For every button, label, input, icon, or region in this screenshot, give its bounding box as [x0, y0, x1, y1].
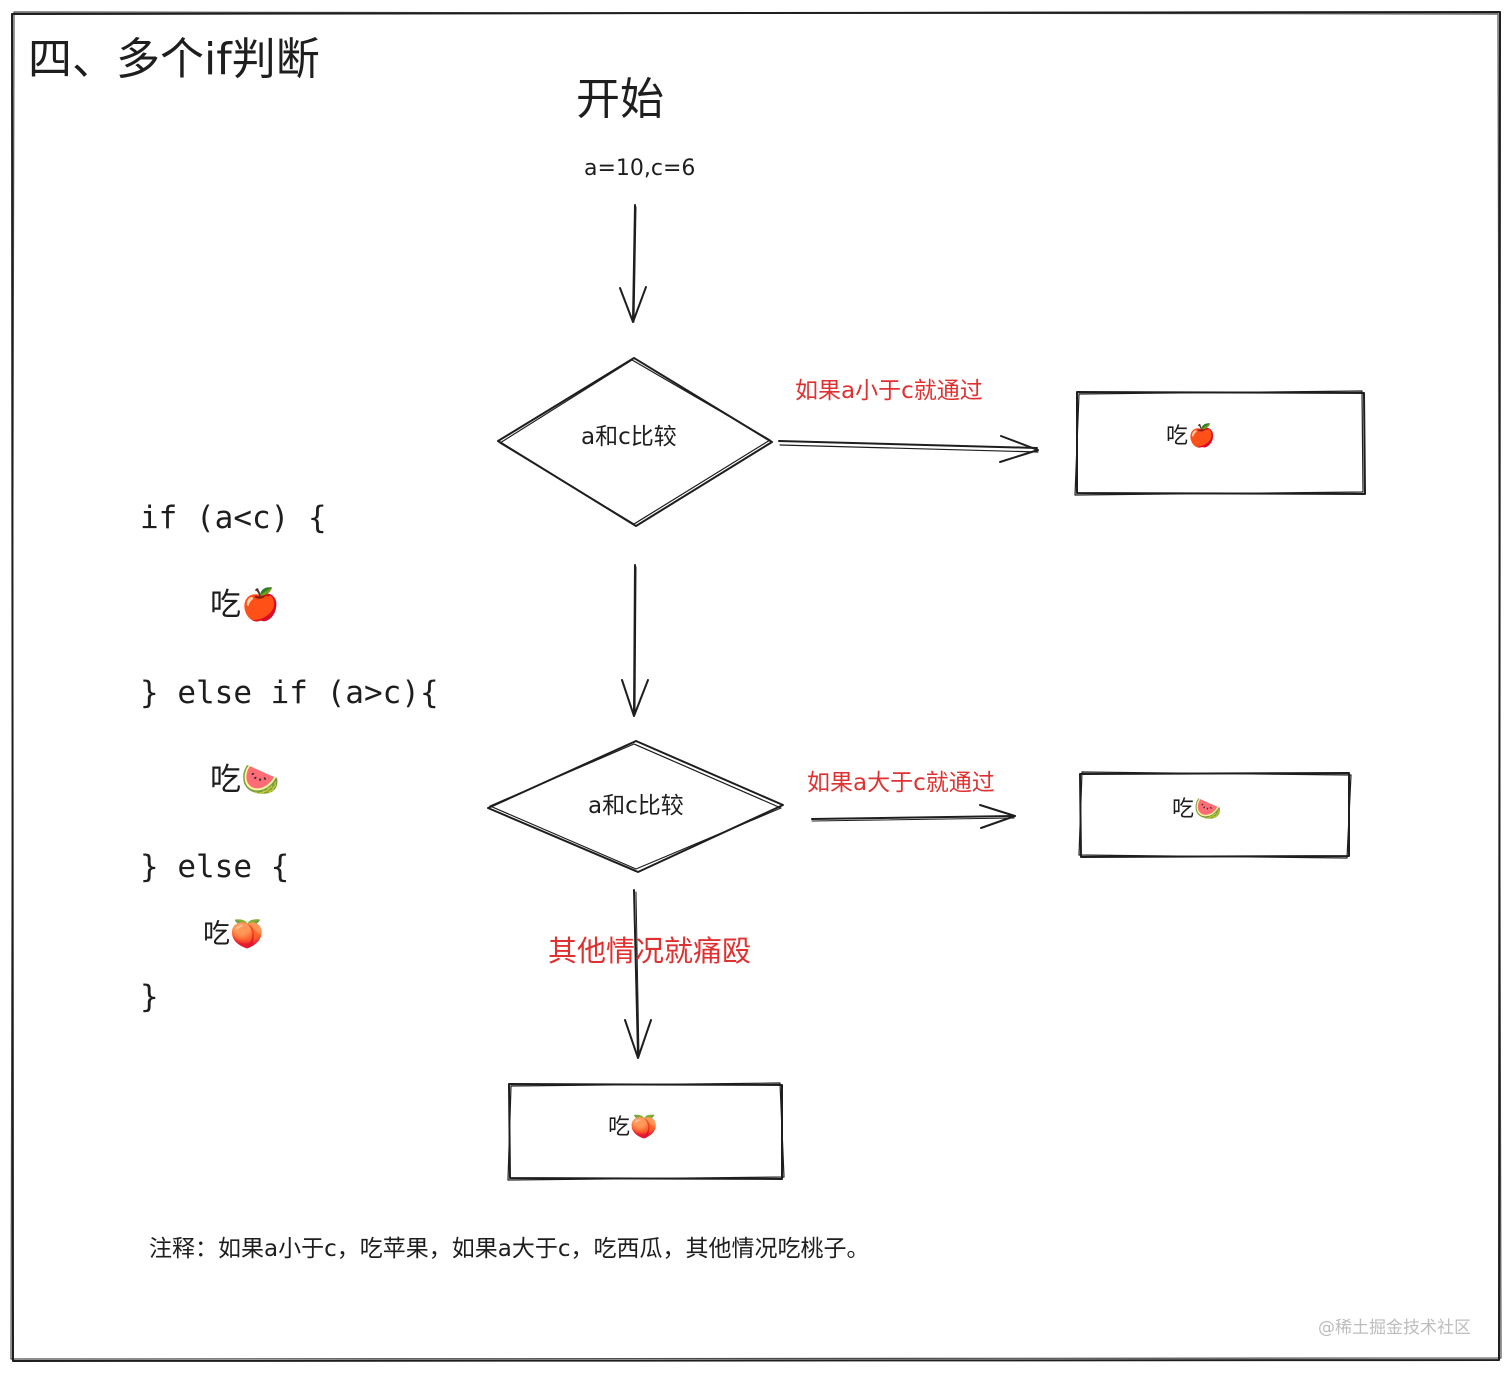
code-line-watermelon: 吃🍉 — [210, 762, 280, 798]
arrow-start-to-decision1 — [619, 204, 647, 323]
peach-box-outline — [507, 1082, 785, 1181]
decision1-label: a和c比较 — [581, 424, 677, 450]
watermark: @稀土掘金技术社区 — [1318, 1318, 1471, 1338]
start-label: 开始 — [576, 74, 664, 125]
decision1-diamond — [497, 357, 773, 527]
peach-box-label: 吃🍑 — [608, 1115, 658, 1140]
arrow-decision1-to-apple — [778, 435, 1039, 463]
watermelon-box-outline — [1078, 771, 1352, 859]
condition-greater-label: 如果a大于c就通过 — [807, 770, 995, 796]
start-init-values: a=10,c=6 — [584, 156, 696, 181]
footnote: 注释：如果a小于c，吃苹果，如果a大于c，吃西瓜，其他情况吃桃子。 — [149, 1236, 870, 1262]
condition-other-label: 其他情况就痛殴 — [548, 934, 752, 968]
apple-box-label: 吃🍎 — [1166, 424, 1216, 449]
decision2-diamond — [487, 740, 784, 873]
code-line-else-if: } else if (a>c){ — [140, 675, 439, 711]
code-line-peach: 吃🍑 — [203, 919, 264, 950]
decision2-label: a和c比较 — [588, 793, 684, 819]
page-title: 四、多个if判断 — [28, 34, 320, 85]
code-line-else: } else { — [140, 849, 290, 885]
arrow-decision2-to-peach — [624, 889, 652, 1059]
arrow-decision1-to-decision2 — [621, 564, 649, 717]
code-line-if: if (a<c) { — [140, 500, 327, 536]
watermelon-box-label: 吃🍉 — [1172, 797, 1222, 822]
code-line-apple: 吃🍎 — [210, 587, 280, 623]
condition-less-label: 如果a小于c就通过 — [795, 378, 983, 404]
apple-box-outline — [1074, 390, 1366, 496]
arrow-decision2-to-watermelon — [811, 804, 1016, 829]
outer-frame — [11, 11, 1501, 1362]
code-line-close: } — [140, 979, 159, 1015]
